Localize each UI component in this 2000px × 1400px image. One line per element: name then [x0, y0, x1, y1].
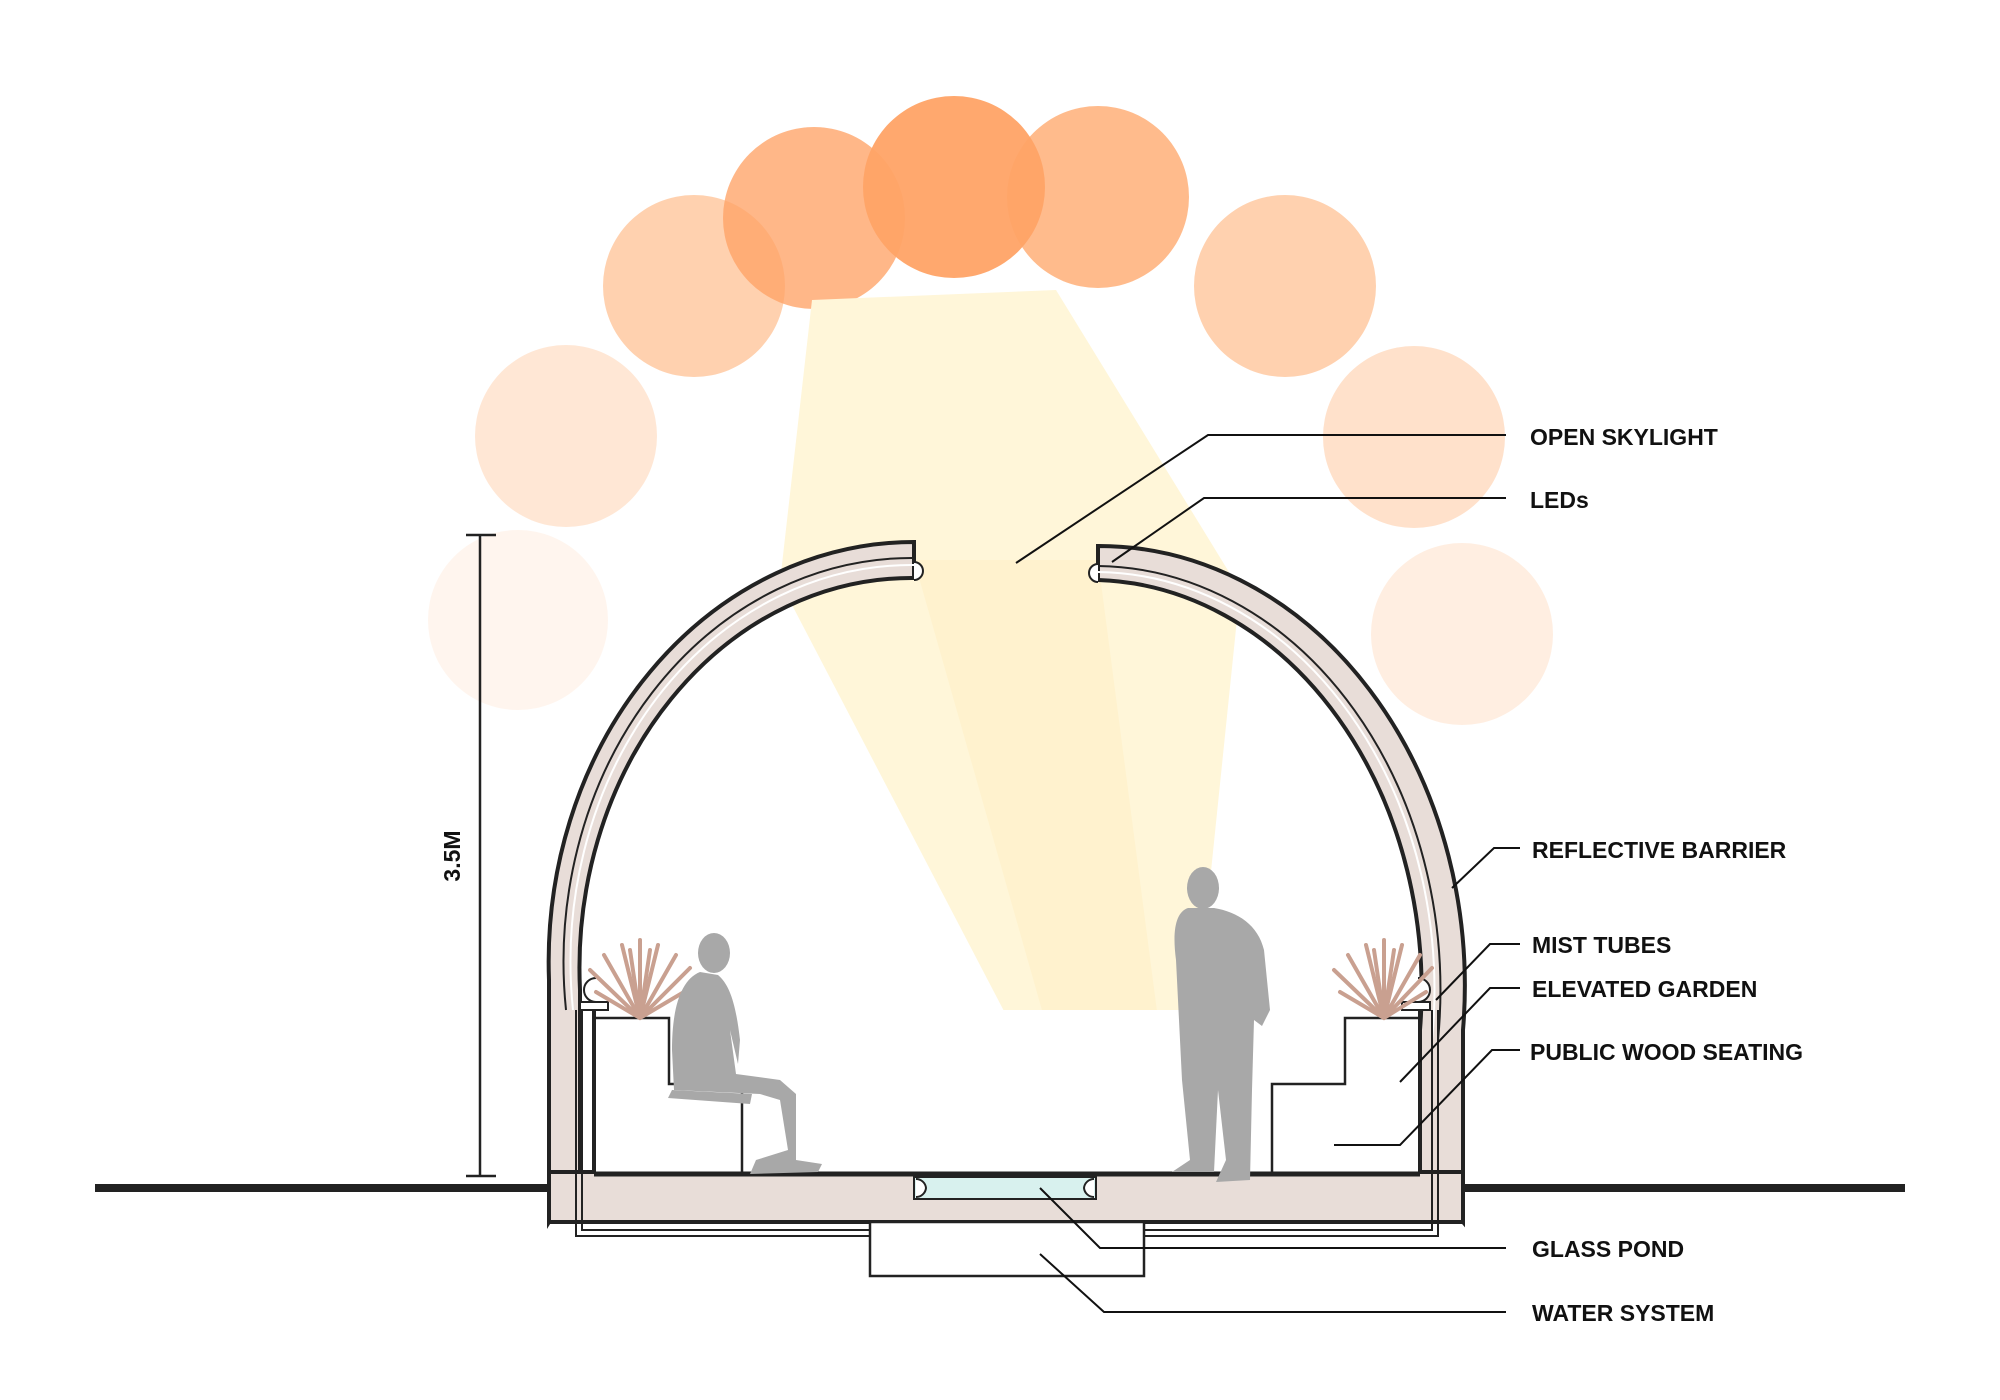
label-mist-tubes: MIST TUBES — [1532, 932, 1671, 958]
label-leds: LEDs — [1530, 487, 1589, 513]
label-open-skylight: OPEN SKYLIGHT — [1530, 424, 1718, 450]
leader-lines — [1015, 434, 1520, 1313]
sun-position-13 — [1371, 543, 1553, 725]
height-dimension-label: 3.5M — [439, 830, 465, 881]
shell-left-arch — [546, 539, 916, 1230]
shell-right-arch — [1096, 543, 1467, 1228]
label-reflective-barrier: REFLECTIVE BARRIER — [1532, 837, 1787, 863]
leader-water-system — [1039, 1253, 1506, 1313]
glass-pond — [913, 1176, 1097, 1200]
sun-position-1 — [428, 530, 608, 710]
label-elevated-garden: ELEVATED GARDEN — [1532, 976, 1757, 1002]
leader-public-wood-seating — [1334, 1049, 1520, 1146]
seated-person-silhouette — [668, 933, 822, 1174]
under-slab-lines — [575, 1010, 1439, 1237]
leader-open-skylight — [1015, 434, 1506, 564]
callout-labels: OPEN SKYLIGHT LEDs REFLECTIVE BARRIER MI… — [1530, 424, 1803, 1326]
left-seating — [594, 1016, 744, 1174]
leader-glass-pond — [1039, 1187, 1506, 1249]
leader-elevated-garden — [1399, 987, 1520, 1083]
sun-position-4 — [723, 127, 905, 309]
sun-path — [428, 96, 1553, 725]
label-public-wood-seating: PUBLIC WOOD SEATING — [1530, 1039, 1803, 1065]
sun-position-zenith — [863, 96, 1045, 278]
leader-leds — [1111, 497, 1506, 563]
right-seating — [1270, 1016, 1420, 1174]
label-water-system: WATER SYSTEM — [1532, 1300, 1714, 1326]
sun-position-10 — [1007, 106, 1189, 288]
sun-position-12 — [1323, 346, 1505, 528]
sun-position-11 — [1194, 195, 1376, 377]
label-glass-pond: GLASS POND — [1532, 1236, 1684, 1262]
height-dimension: 3.5M — [439, 533, 496, 1178]
left-plant — [588, 938, 692, 1020]
standing-person-silhouette — [1172, 867, 1270, 1182]
water-system-tank — [868, 1220, 1146, 1278]
leader-mist-tubes — [1435, 943, 1520, 1001]
right-plant — [1332, 938, 1434, 1020]
led-fixtures — [913, 561, 1099, 583]
sun-position-2 — [475, 345, 657, 527]
leader-reflective-barrier — [1451, 847, 1520, 889]
